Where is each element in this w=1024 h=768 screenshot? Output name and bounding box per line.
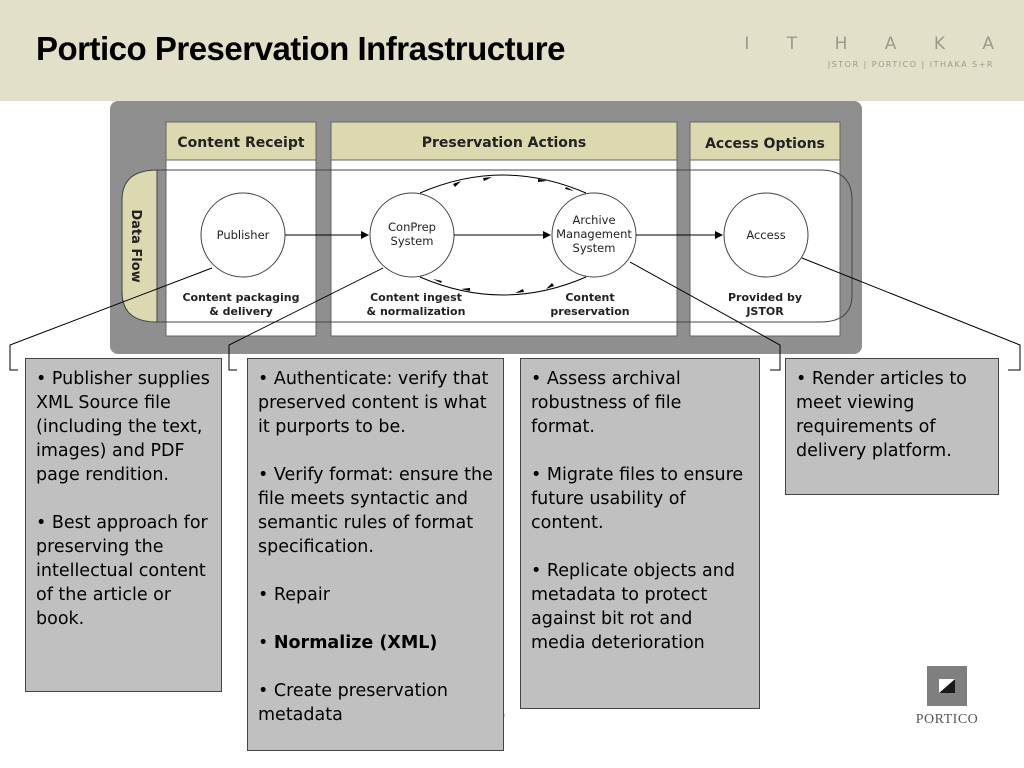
data-flow-label: Data Flow: [128, 209, 143, 282]
node-conprep-label-1: ConPrep: [388, 220, 436, 234]
node-access: [723, 192, 809, 278]
callout-archive: • Assess archival robustness of file for…: [520, 358, 760, 709]
callout-publisher-bullet-1: • Publisher supplies XML Source file (in…: [36, 369, 210, 485]
callout-access: • Render articles to meet viewing requir…: [785, 358, 999, 495]
ithaka-subbrands: JSTOR | PORTICO | ITHAKA S+R: [827, 60, 994, 69]
caption-provided-2: JSTOR: [745, 305, 784, 318]
portico-logo-text: PORTICO: [915, 712, 979, 727]
callout-access-bullet-1: • Render articles to meet viewing requir…: [796, 369, 967, 461]
bullet-marker: •: [258, 633, 274, 653]
header-band: Portico Preservation Infrastructure I T …: [0, 0, 1024, 101]
caption-preservation-1: Content: [565, 291, 614, 304]
callout-publisher: • Publisher supplies XML Source file (in…: [25, 358, 222, 692]
callout-line-access: [801, 257, 1021, 371]
callout-line-publisher: [9, 267, 213, 371]
callout-publisher-bullet-2: • Best approach for preserving the intel…: [36, 513, 208, 629]
node-access-label: Access: [746, 228, 785, 242]
header-preservation-actions: [330, 121, 678, 161]
caption-ingest-2: & normalization: [367, 305, 466, 318]
callout-ingest-bullet-1: • Authenticate: verify that preserved co…: [258, 369, 489, 437]
cycle-top-arrowheads: [453, 177, 574, 191]
ithaka-logo: I T H A K A JSTOR | PORTICO | ITHAKA S+R: [744, 34, 994, 69]
caption-ingest-1: Content ingest: [370, 291, 462, 304]
callout-archive-bullet-1: • Assess archival robustness of file for…: [531, 369, 682, 437]
header-access-options: [689, 121, 841, 161]
callout-ingest: • Authenticate: verify that preserved co…: [247, 358, 504, 751]
callout-ingest-bullet-5: • Create preservation metadata: [258, 681, 448, 725]
section-label-actions: Preservation Actions: [422, 135, 586, 151]
section-label-receipt: Content Receipt: [177, 135, 304, 151]
page-title: Portico Preservation Infrastructure: [36, 30, 566, 67]
node-archive-label-1: Archive: [572, 213, 615, 227]
node-archive-label-3: System: [573, 241, 616, 255]
caption-preservation-2: preservation: [550, 305, 629, 318]
node-publisher-label: Publisher: [217, 228, 270, 242]
section-label-access: Access Options: [705, 136, 825, 152]
node-conprep-label-2: System: [391, 234, 434, 248]
callout-line-ingest: [228, 267, 384, 371]
normalize-xml-label: Normalize (XML): [273, 633, 438, 653]
callout-ingest-bullet-2: • Verify format: ensure the file meets s…: [258, 465, 493, 557]
data-flow-tab: [121, 169, 158, 323]
callout-archive-bullet-3: • Replicate objects and metadata to prot…: [531, 561, 735, 653]
cycle-top-arc: [419, 174, 587, 194]
cycle-bottom-arrowheads: [433, 279, 554, 293]
data-flow-band: [157, 169, 853, 323]
cycle-bottom-arc: [419, 276, 587, 296]
node-archive-label-2: Management: [556, 227, 632, 241]
callout-ingest-bullet-4: • Normalize (XML): [258, 631, 493, 655]
portico-logo: PORTICO: [909, 666, 985, 728]
ithaka-wordmark: I T H A K A: [744, 34, 1010, 54]
caption-provided-1: Provided by: [728, 291, 802, 304]
header-content-receipt: [165, 121, 317, 161]
portico-logo-mark: [927, 666, 967, 706]
caption-receipt-1: Content packaging: [182, 291, 299, 304]
callout-ingest-bullet-3: • Repair: [258, 585, 330, 605]
caption-receipt-2: & delivery: [209, 305, 273, 318]
callout-archive-bullet-2: • Migrate files to ensure future usabili…: [531, 465, 744, 533]
callout-line-archive: [629, 261, 781, 371]
